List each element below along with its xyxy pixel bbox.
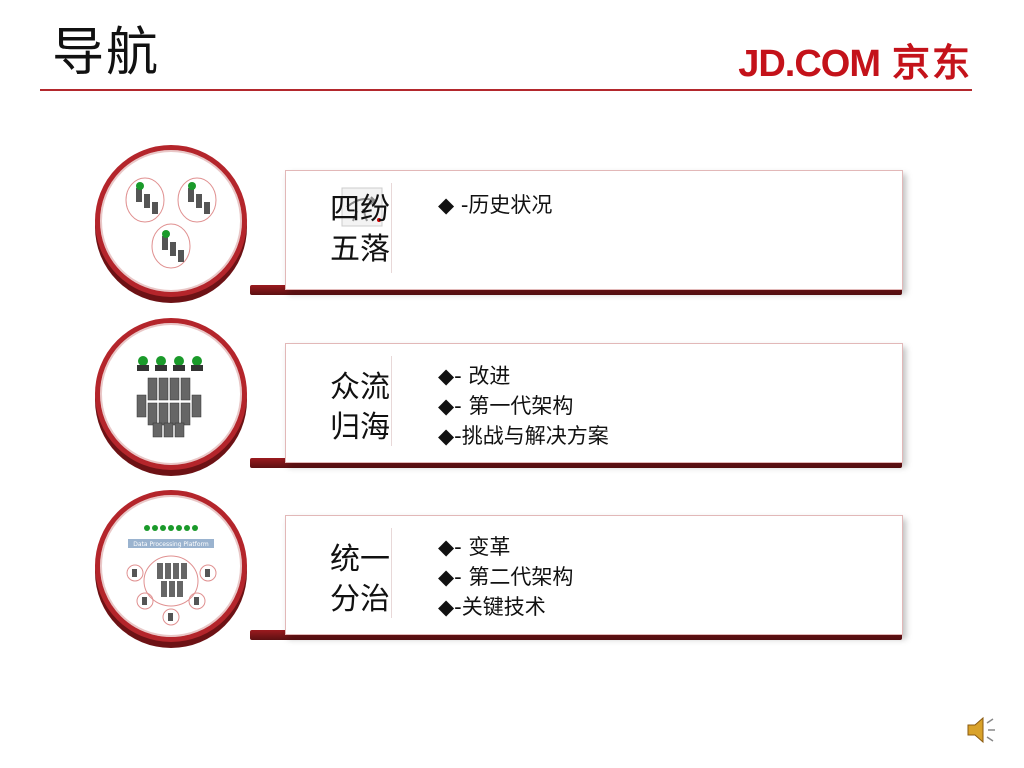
section-row: 众流归海 ◆- 改进 ◆- 第一代架构 ◆-挑战与解决方案 [95, 318, 910, 470]
bullet-item: ◆-关键技术 [438, 595, 546, 619]
bullet-item: ◆- 第一代架构 [438, 394, 574, 418]
card-separator [391, 528, 392, 618]
section-card[interactable] [285, 515, 903, 635]
section-heading: 众流归海 [330, 370, 390, 445]
bullet-item: ◆- 变革 [438, 535, 511, 559]
data-platform-icon: Data Processing Platform [95, 490, 247, 642]
section-bullets: ◆- 改进 ◆- 第一代架构 ◆-挑战与解决方案 [438, 361, 609, 451]
section-heading: 统一分治 [330, 542, 390, 617]
bullet-item: ◆-挑战与解决方案 [438, 424, 609, 448]
bullet-item: ◆- 第二代架构 [438, 565, 574, 589]
section-card[interactable] [285, 343, 903, 463]
logo-text: JD.COM [738, 43, 881, 85]
card-shadow [250, 285, 902, 295]
card-shadow [250, 630, 902, 640]
card-shadow [250, 458, 902, 468]
bullet-item: ◆- 改进 [438, 364, 511, 388]
server-cluster-icon [95, 318, 247, 470]
section-bullets: ◆- 变革 ◆- 第二代架构 ◆-关键技术 [438, 532, 573, 622]
section-bullets: ◆ -历史状况 [438, 190, 552, 220]
arrow-icon [341, 187, 383, 227]
distributed-servers-icon [95, 145, 247, 297]
speaker-icon[interactable] [966, 714, 996, 746]
page-title: 导航 [52, 23, 161, 83]
title-divider [40, 89, 972, 91]
section-row: 四纷五落 ◆ -历史状况 [95, 145, 910, 297]
bullet-item: ◆ -历史状况 [438, 193, 553, 217]
platform-label: Data Processing Platform [133, 541, 209, 548]
section-row: 统一分治 ◆- 变革 ◆- 第二代架构 ◆-关键技术 Data Processi… [95, 490, 910, 642]
card-separator [391, 356, 392, 446]
section-heading: 四纷五落 [330, 192, 390, 267]
card-separator [391, 183, 392, 273]
section-card[interactable] [285, 170, 903, 290]
logo-cn: 京东 [891, 41, 972, 85]
